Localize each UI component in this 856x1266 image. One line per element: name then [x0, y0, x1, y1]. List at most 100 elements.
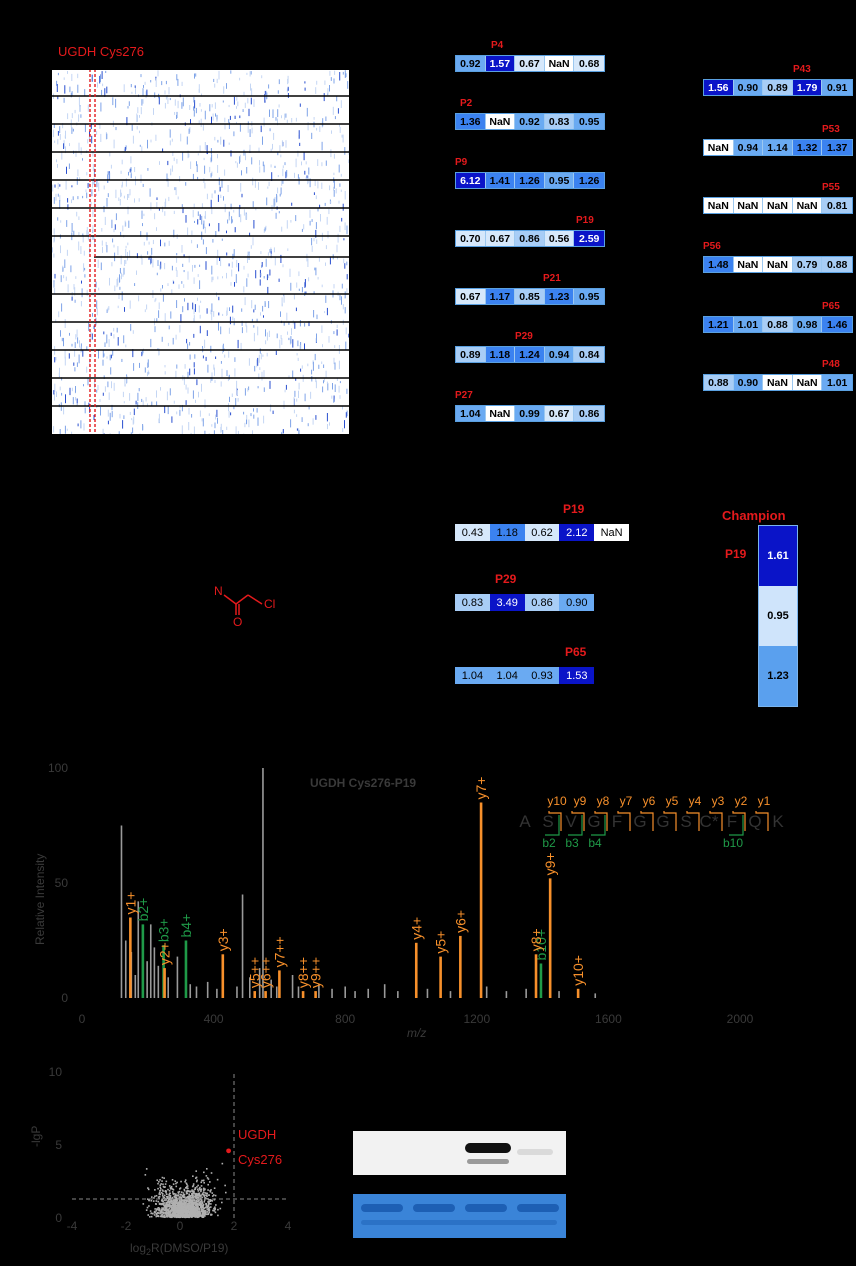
volcano-point [203, 1181, 205, 1184]
volcano-point [184, 1212, 187, 1215]
volcano-point [224, 1191, 227, 1194]
volcano-point [156, 1215, 159, 1217]
heat-cell: 1.26 [574, 173, 604, 188]
volcano-point [147, 1188, 150, 1191]
volcano-point [150, 1196, 153, 1198]
heat-cell: 0.98 [792, 317, 823, 332]
heat-cell: 1.79 [792, 80, 823, 95]
peak-label-b: b4+ [178, 914, 194, 938]
volcano-point [202, 1210, 205, 1213]
volcano-point [196, 1206, 199, 1208]
volcano-point [177, 1194, 180, 1196]
highlight-label-2: Cys276 [238, 1152, 282, 1167]
heat-cell: 0.68 [574, 56, 604, 71]
volcano-point [173, 1200, 176, 1202]
volcano-point [161, 1202, 164, 1205]
y-ion-label: y5 [666, 794, 679, 808]
peptide-residue: G [656, 812, 669, 831]
heat-cell: 0.88 [704, 375, 734, 390]
peptide-residue: C* [700, 812, 719, 831]
heat-cell: 2.12 [559, 524, 595, 541]
row-label-b-p19: P19 [563, 502, 585, 516]
volcano-point [160, 1211, 163, 1214]
volcano-point [201, 1196, 203, 1199]
b-ion-bracket [591, 815, 606, 836]
volcano-point [167, 1188, 169, 1191]
volcano-point [184, 1207, 187, 1210]
volcano-point [176, 1197, 178, 1200]
volcano-point [174, 1194, 177, 1197]
volcano-point [202, 1194, 205, 1196]
western-blot [353, 1131, 566, 1175]
volcano-point [197, 1200, 199, 1203]
volcano-point [149, 1215, 151, 1218]
volcano-point [185, 1206, 188, 1209]
volcano-point [166, 1214, 168, 1217]
heat-cell: 0.95 [574, 289, 604, 304]
volcano-point [198, 1210, 201, 1213]
y-tick-label: 0 [61, 991, 68, 1005]
volcano-point [171, 1212, 174, 1215]
volcano-point [166, 1197, 169, 1200]
volcano-point [153, 1214, 156, 1216]
volcano-point [183, 1208, 186, 1211]
volcano-point [155, 1200, 158, 1202]
volcano-point [203, 1199, 206, 1201]
y-tick-label: 5 [55, 1138, 62, 1152]
peptide-residue: F [727, 812, 737, 831]
volcano-point [192, 1201, 195, 1204]
volcano-point [165, 1205, 168, 1207]
volcano-point [207, 1208, 210, 1211]
volcano-point [174, 1211, 177, 1214]
heat-cell: 0.94 [733, 140, 764, 155]
volcano-point [187, 1206, 190, 1209]
volcano-point [177, 1192, 180, 1194]
volcano-point [164, 1212, 167, 1215]
volcano-point [199, 1186, 201, 1189]
volcano-point [221, 1162, 224, 1165]
champion-cell-2: 0.95 [759, 586, 797, 646]
volcano-point [192, 1195, 194, 1197]
volcano-point [182, 1204, 185, 1206]
volcano-point [202, 1216, 205, 1218]
volcano-point [192, 1209, 195, 1211]
volcano-point [206, 1192, 208, 1195]
volcano-point [168, 1215, 170, 1217]
volcano-point [216, 1178, 219, 1181]
volcano-point [210, 1172, 213, 1174]
volcano-point [183, 1214, 186, 1217]
panel-a-label: UGDH Cys276 [58, 44, 144, 59]
volcano-point [187, 1211, 190, 1213]
volcano-point [169, 1196, 171, 1199]
volcano-point [194, 1203, 197, 1206]
heat-cell: NaN [485, 406, 516, 421]
y-ion-bracket [617, 811, 631, 831]
volcano-point [186, 1216, 189, 1218]
volcano-point [197, 1192, 200, 1195]
volcano-point [221, 1201, 223, 1204]
champion-column: 1.61 0.95 1.23 [758, 525, 798, 707]
volcano-point [191, 1194, 193, 1197]
b-ion-label: b3 [565, 836, 579, 850]
heat-cell: NaN [792, 375, 823, 390]
volcano-point [191, 1208, 194, 1210]
volcano-point [186, 1202, 188, 1205]
volcano-point [182, 1195, 184, 1198]
volcano-point [163, 1186, 166, 1189]
volcano-point [162, 1211, 165, 1214]
y-ion-label: y6 [643, 794, 656, 808]
heat-cell: 0.84 [574, 347, 604, 362]
volcano-point [174, 1196, 176, 1199]
volcano-point [202, 1211, 205, 1214]
volcano-point [154, 1208, 156, 1210]
volcano-point [199, 1201, 202, 1203]
volcano-point [176, 1199, 178, 1202]
volcano-point [182, 1207, 184, 1210]
volcano-point [163, 1209, 166, 1212]
volcano-point [205, 1175, 208, 1177]
volcano-point [202, 1187, 205, 1190]
volcano-point [181, 1201, 183, 1204]
volcano-point [163, 1205, 166, 1208]
